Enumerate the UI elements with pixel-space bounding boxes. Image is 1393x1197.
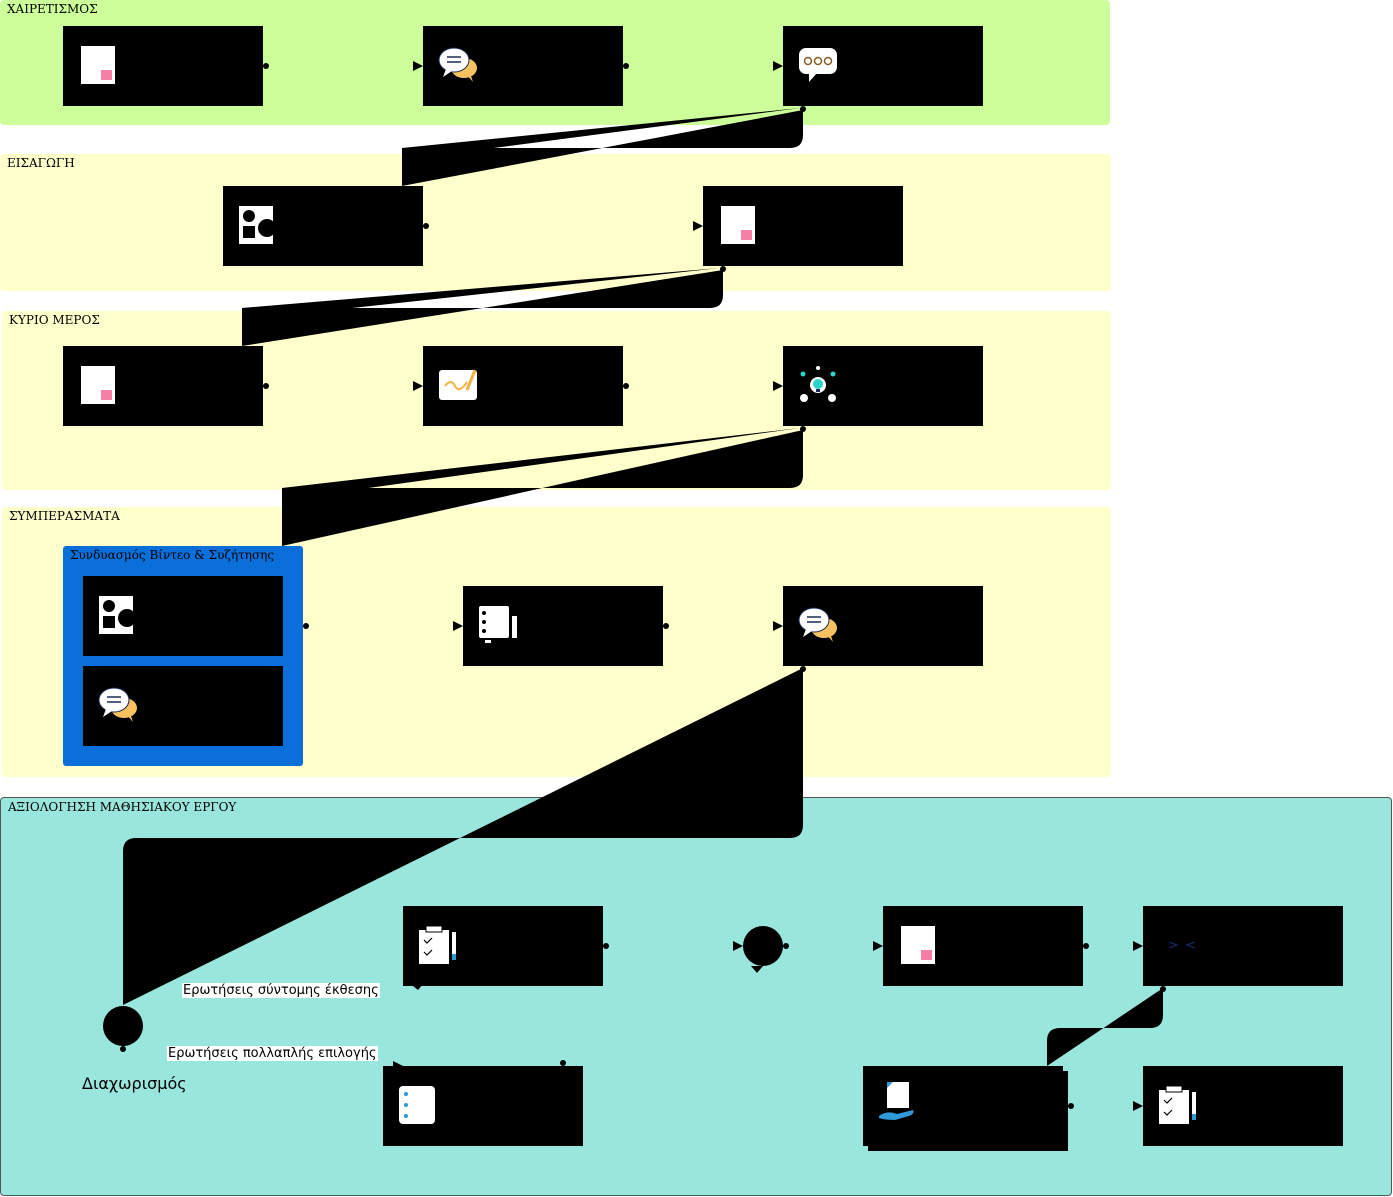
page-icon	[897, 924, 939, 966]
activity-box[interactable]	[463, 586, 663, 666]
lane-intro: ΕΙΣΑΓΩΓΗ	[0, 154, 1111, 291]
activity-box[interactable]	[383, 1066, 583, 1146]
edge-label-short-essay: Ερωτήσεις σύντομης έκθεσης	[182, 983, 380, 998]
group-title: Συνδυασμός Βίντεο & Συζήτησης	[70, 548, 275, 562]
lane-title: ΕΙΣΑΓΩΓΗ	[7, 156, 75, 170]
drawing-board-icon	[437, 364, 479, 406]
activity-box[interactable]	[883, 906, 1083, 986]
lightbulb-network-icon	[797, 364, 839, 406]
connector-main-to-conclusions	[282, 428, 803, 546]
activity-box[interactable]	[83, 666, 283, 746]
activity-box[interactable]	[1143, 906, 1343, 986]
clipboard-pencil-icon	[1157, 1084, 1199, 1126]
merge-gateway[interactable]	[743, 926, 783, 966]
activity-box[interactable]	[783, 346, 983, 426]
page-icon	[77, 44, 119, 86]
chat-bubbles-icon	[437, 44, 479, 86]
activity-box[interactable]	[863, 1066, 1063, 1146]
activity-box[interactable]	[423, 26, 623, 106]
checklist-icon	[397, 1084, 439, 1126]
activity-box[interactable]	[783, 586, 983, 666]
lane-title: ΑΞΙΟΛΟΓΗΣΗ ΜΑΘΗΣΙΑΚΟΥ ΕΡΓΟΥ	[8, 800, 237, 814]
code-brackets-icon	[1157, 924, 1199, 966]
page-icon	[717, 204, 759, 246]
connector-code-to-hand	[1047, 988, 1163, 1066]
speech-bubble-icon	[797, 44, 839, 86]
connector-intro-to-main	[242, 268, 723, 346]
activity-box[interactable]	[783, 26, 983, 106]
clipboard-pencil-icon	[417, 924, 459, 966]
lane-title: ΚΥΡΙΟ ΜΕΡΟΣ	[9, 313, 100, 327]
activity-box[interactable]	[703, 186, 903, 266]
page-icon	[77, 364, 119, 406]
chat-bubbles-icon	[97, 684, 139, 726]
lane-title: ΧΑΙΡΕΤΙΣΜΟΣ	[7, 2, 98, 16]
activity-box[interactable]	[63, 26, 263, 106]
lane-title: ΣΥΜΠΕΡΑΣΜΑΤΑ	[9, 509, 120, 523]
split-gateway[interactable]	[103, 1006, 143, 1046]
chat-bubbles-icon	[797, 604, 839, 646]
connector-conclusions-to-assessment	[123, 668, 803, 1005]
activity-box[interactable]	[63, 346, 263, 426]
activity-box[interactable]	[83, 576, 283, 656]
activity-box[interactable]	[223, 186, 423, 266]
connector-greeting-to-intro	[402, 108, 803, 186]
hand-document-icon	[877, 1080, 919, 1122]
notebook-icon	[477, 604, 519, 646]
shapes-icon	[237, 204, 279, 246]
activity-box[interactable]	[403, 906, 603, 986]
split-label: Διαχωρισμός	[82, 1074, 187, 1093]
activity-box[interactable]	[423, 346, 623, 426]
shapes-icon	[97, 594, 139, 636]
activity-box[interactable]	[1143, 1066, 1343, 1146]
edge-label-multiple-choice: Ερωτήσεις πολλαπλής επιλογής	[167, 1046, 378, 1061]
